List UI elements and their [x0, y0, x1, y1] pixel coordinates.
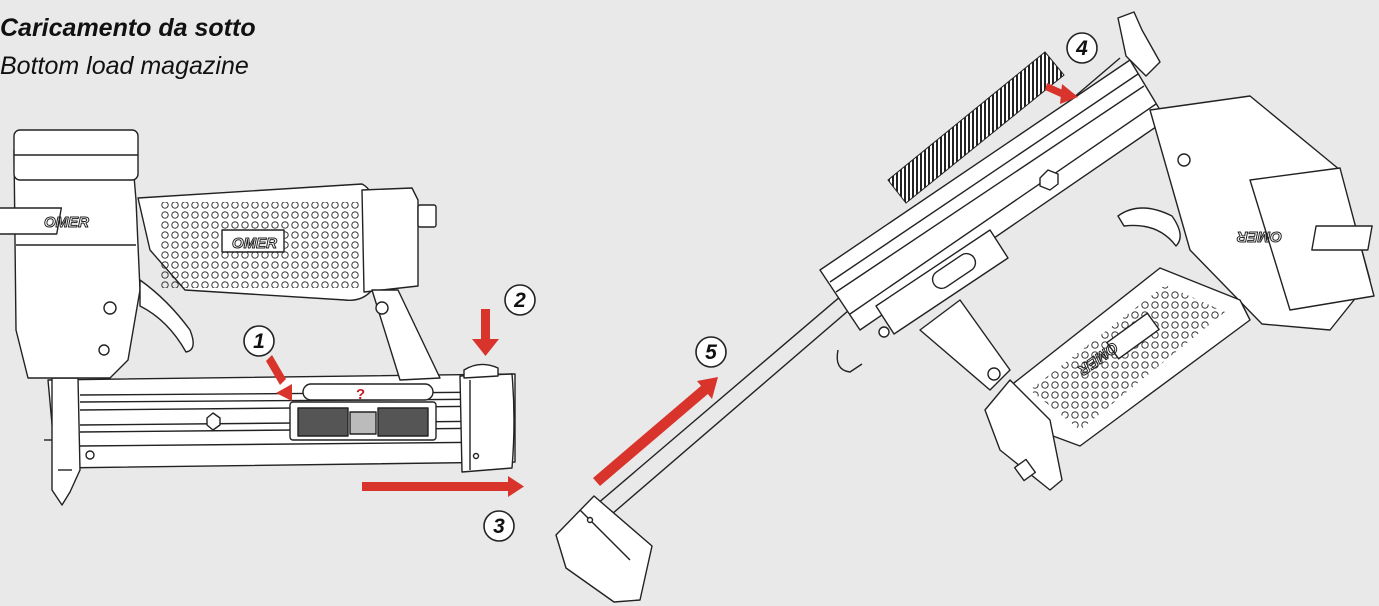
left-head-logo: OMER	[44, 214, 89, 231]
left-head-body	[13, 149, 141, 379]
step-label-4: 4	[1075, 37, 1088, 60]
right-stapler: OMER OMER	[555, 11, 1375, 603]
arrow-step-2	[472, 309, 499, 356]
staple-strip	[887, 51, 1065, 204]
left-trigger	[139, 279, 194, 353]
right-trigger	[1117, 207, 1181, 247]
left-rail-bolt	[206, 412, 221, 431]
right-nose	[1117, 11, 1161, 77]
left-nose	[51, 377, 81, 506]
left-stapler: OMER OMER	[0, 129, 516, 506]
arrow-step-3	[362, 476, 524, 497]
left-grip-end	[361, 187, 419, 293]
right-head-logo: OMER	[1237, 228, 1282, 245]
step-badge-5: 5	[695, 336, 727, 368]
step-badge-3: 3	[483, 510, 515, 542]
right-grip-end	[984, 379, 1063, 491]
arrow-step-5	[593, 377, 718, 486]
title-italian: Caricamento da sotto	[0, 14, 256, 42]
step-label-5: 5	[705, 341, 717, 364]
left-end-cap	[459, 373, 515, 473]
arrow-step-4	[1045, 83, 1078, 104]
left-grip-logo: OMER	[232, 235, 277, 252]
title-english: Bottom load magazine	[0, 52, 249, 80]
step-badge-1: 1	[243, 325, 275, 357]
status-indicator: ?	[356, 386, 365, 403]
arrow-step-1	[266, 355, 292, 401]
step-label-1: 1	[253, 330, 265, 353]
step-badge-4: 4	[1066, 32, 1098, 64]
step-label-2: 2	[513, 289, 526, 312]
step-badge-2: 2	[504, 284, 536, 316]
step-label-3: 3	[493, 515, 505, 538]
arrows	[266, 83, 1078, 497]
right-end-cap	[555, 495, 653, 603]
